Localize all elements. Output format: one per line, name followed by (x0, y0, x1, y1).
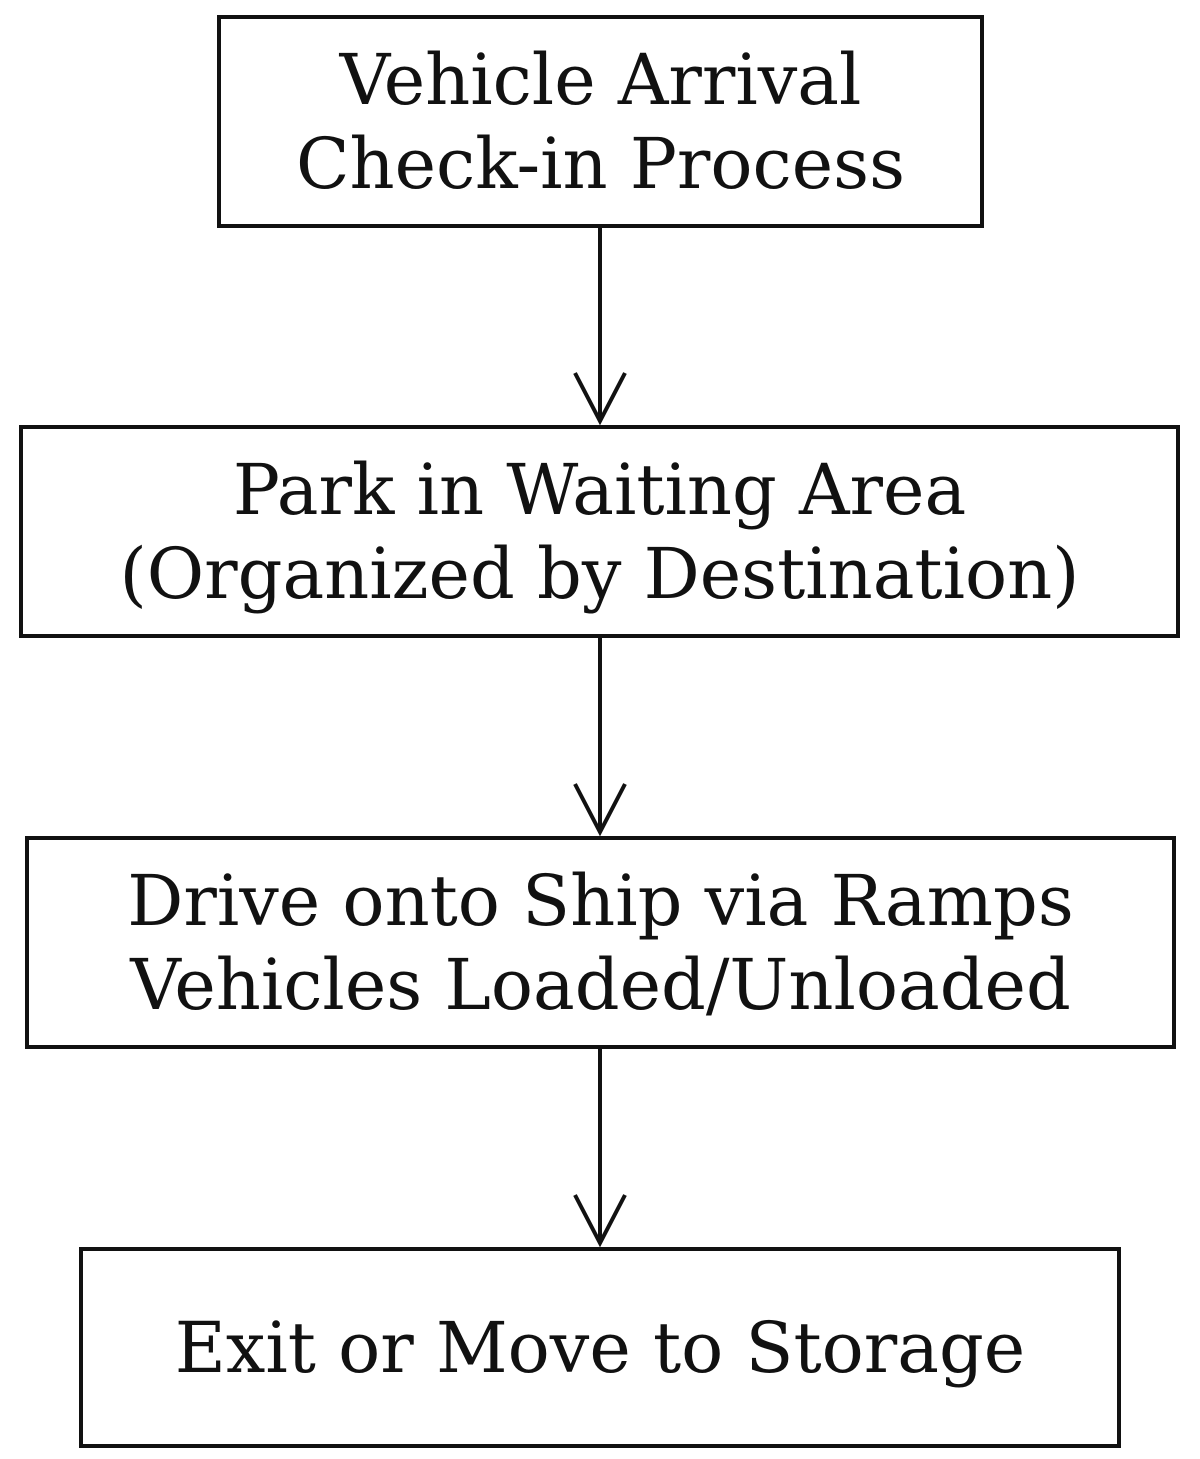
arrow-1-to-2 (573, 228, 627, 426)
step-1-line-2: Check-in Process (295, 122, 905, 205)
arrow-2-to-3 (573, 638, 627, 837)
step-vehicle-arrival: Vehicle Arrival Check-in Process (217, 15, 984, 228)
step-4-line-1: Exit or Move to Storage (174, 1306, 1026, 1389)
step-2-line-2: (Organized by Destination) (119, 532, 1080, 615)
step-3-line-2: Vehicles Loaded/Unloaded (130, 943, 1071, 1026)
arrow-3-to-4 (573, 1049, 627, 1248)
step-exit-or-storage: Exit or Move to Storage (79, 1247, 1121, 1448)
step-park-waiting-area: Park in Waiting Area (Organized by Desti… (19, 425, 1180, 638)
step-1-line-1: Vehicle Arrival (339, 38, 862, 121)
step-3-line-1: Drive onto Ship via Ramps (127, 859, 1074, 942)
step-drive-onto-ship: Drive onto Ship via Ramps Vehicles Loade… (25, 836, 1176, 1049)
step-2-line-1: Park in Waiting Area (232, 448, 967, 531)
